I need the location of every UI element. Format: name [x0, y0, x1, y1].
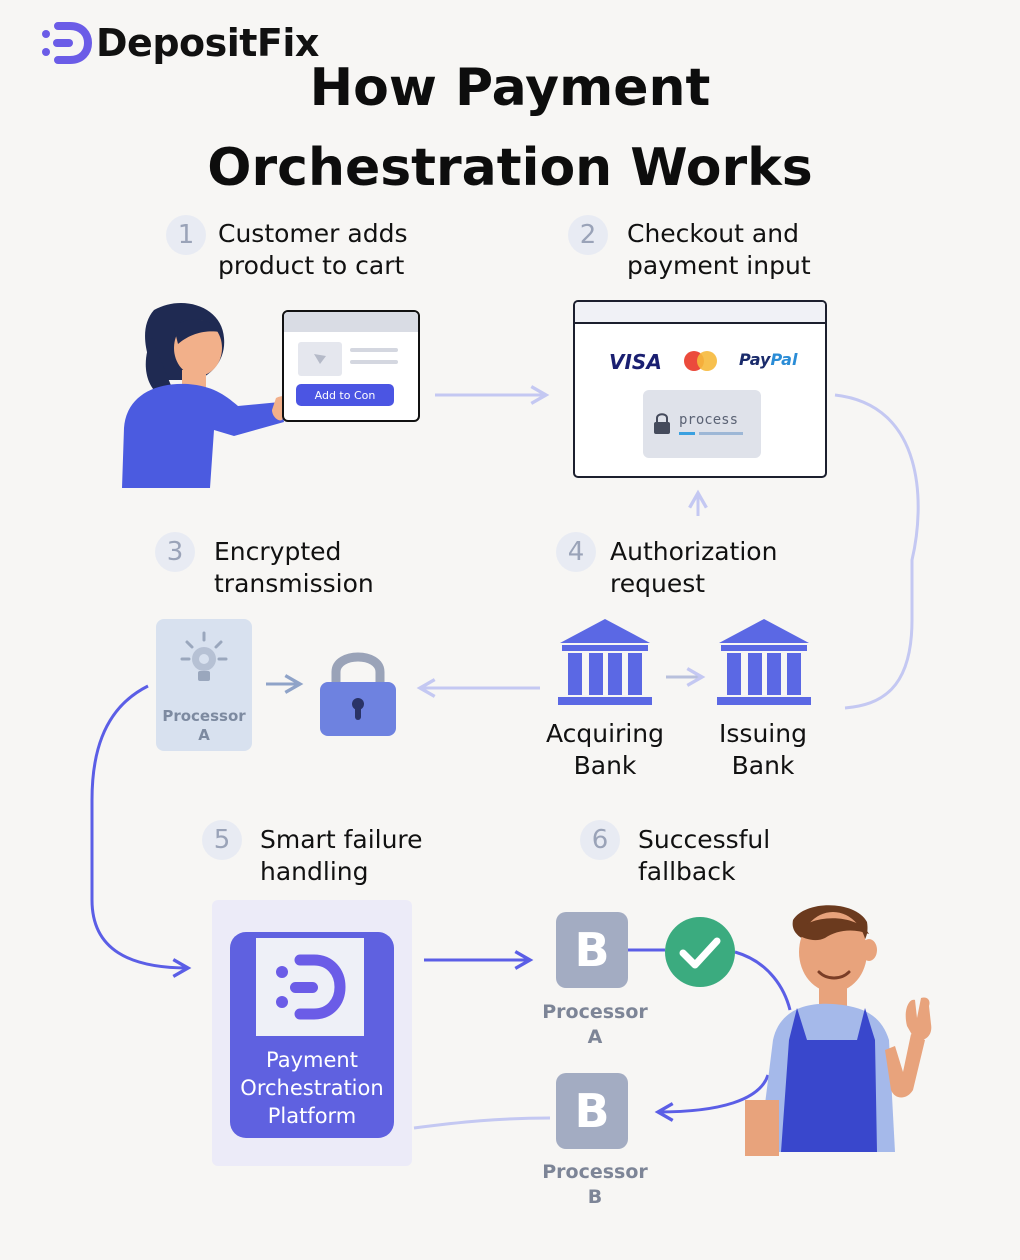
mastercard-icon: [684, 351, 717, 371]
line-check-to-customer: [734, 950, 792, 1011]
step-1-line-1: Customer adds: [218, 219, 408, 248]
step-2-line-1: Checkout and: [627, 219, 799, 248]
step-3-line-1: Encrypted: [214, 537, 342, 566]
title-line-1: How Payment: [309, 58, 711, 118]
processor-a-tile-line-2: A: [198, 726, 210, 744]
visa-logo: VISA: [609, 350, 662, 374]
acquiring-bank-line-1: Acquiring: [545, 719, 664, 748]
step-6-line-2: fallback: [638, 857, 736, 886]
platform-line-1: Payment: [266, 1048, 358, 1072]
step-2-line-2: payment input: [627, 251, 811, 280]
brand-logo: DepositFix: [40, 20, 319, 66]
step-3-label: Encrypted transmission: [214, 536, 374, 600]
platform-label: Payment Orchestration Platform: [230, 1046, 394, 1130]
step-1-line-2: product to cart: [218, 251, 405, 280]
line-processor-b-to-platform: [413, 1116, 551, 1130]
processor-b-line-2: B: [587, 1186, 603, 1208]
step-2-label: Checkout and payment input: [627, 218, 811, 282]
page-title: How Payment Orchestration Works: [0, 48, 1020, 208]
step-6-label: Successful fallback: [638, 824, 770, 888]
processor-b-badge: B: [556, 1073, 628, 1149]
platform-panel: Payment Orchestration Platform: [212, 900, 412, 1166]
platform-line-2: Orchestration: [240, 1076, 384, 1100]
title-line-2: Orchestration Works: [207, 138, 813, 198]
customer-woman-illustration: [122, 302, 303, 488]
checkout-window: VISA PayPal process: [573, 300, 827, 478]
step-4-label: Authorization request: [610, 536, 777, 600]
issuing-bank-line-2: Bank: [731, 751, 795, 780]
success-check-icon: [665, 917, 735, 987]
add-to-cart-button[interactable]: Add to Con: [296, 384, 394, 406]
platform-logo-icon: [276, 954, 346, 1020]
processor-a-tile-label: Processor A: [156, 707, 252, 745]
curve-checkout-to-issuing: [834, 393, 920, 710]
processor-a-badge: B: [556, 912, 628, 988]
process-progress-accent: [679, 432, 695, 435]
acquiring-bank-line-2: Bank: [573, 751, 637, 780]
process-label: process: [679, 412, 739, 428]
platform-logo-box: [256, 938, 364, 1036]
platform-card: Payment Orchestration Platform: [230, 932, 394, 1138]
step-3-number: 3: [155, 532, 195, 572]
product-image: [298, 342, 342, 376]
issuing-bank-label: Issuing Bank: [688, 718, 838, 782]
paypal-part-2: Pal: [770, 350, 798, 369]
issuing-bank-line-1: Issuing: [719, 719, 807, 748]
curve-to-platform: [90, 684, 192, 978]
lightbulb-gear-icon: [180, 631, 228, 681]
step-5-number: 5: [202, 820, 242, 860]
issuing-bank-icon: [717, 619, 811, 705]
step-5-label: Smart failure handling: [260, 824, 423, 888]
processor-b-label: Processor B: [530, 1160, 660, 1210]
step-4-line-1: Authorization: [610, 537, 778, 566]
paypal-logo: PayPal: [739, 350, 797, 369]
cart-tablet: Add to Con: [282, 310, 420, 422]
process-progress-rest: [699, 432, 743, 435]
paypal-part-1: Pay: [739, 350, 771, 369]
step-4-number: 4: [556, 532, 596, 572]
processor-a-line-1: Processor: [542, 1001, 648, 1023]
step-3-line-2: transmission: [214, 569, 374, 598]
checkout-header: [575, 302, 825, 324]
product-image-icon: [314, 354, 326, 364]
acquiring-bank-icon: [558, 619, 652, 705]
step-2-number: 2: [568, 215, 608, 255]
processor-a-tile: Processor A: [156, 619, 252, 751]
step-1-label: Customer adds product to cart: [218, 218, 407, 282]
encryption-lock-icon: [320, 652, 396, 736]
process-button[interactable]: process: [643, 390, 761, 458]
acquiring-bank-label: Acquiring Bank: [530, 718, 680, 782]
step-6-line-1: Successful: [638, 825, 771, 854]
brand-name: DepositFix: [96, 21, 319, 65]
step-4-line-2: request: [610, 569, 706, 598]
product-text-line: [350, 360, 398, 364]
processor-a-label: Processor A: [530, 1000, 660, 1050]
platform-line-3: Platform: [267, 1104, 357, 1128]
tablet-header: [284, 312, 418, 332]
step-6-number: 6: [580, 820, 620, 860]
product-text-line: [350, 348, 398, 352]
padlock-small-icon: [654, 413, 670, 434]
processor-b-line-1: Processor: [542, 1161, 648, 1183]
step-5-line-2: handling: [260, 857, 369, 886]
processor-a-tile-line-1: Processor: [162, 707, 246, 725]
brand-logo-icon: [42, 22, 92, 64]
processor-a-line-2: A: [587, 1026, 603, 1048]
customer-man-illustration: [745, 905, 932, 1156]
step-1-number: 1: [166, 215, 206, 255]
arrow-to-processor-b: [654, 1074, 770, 1122]
step-5-line-1: Smart failure: [260, 825, 423, 854]
